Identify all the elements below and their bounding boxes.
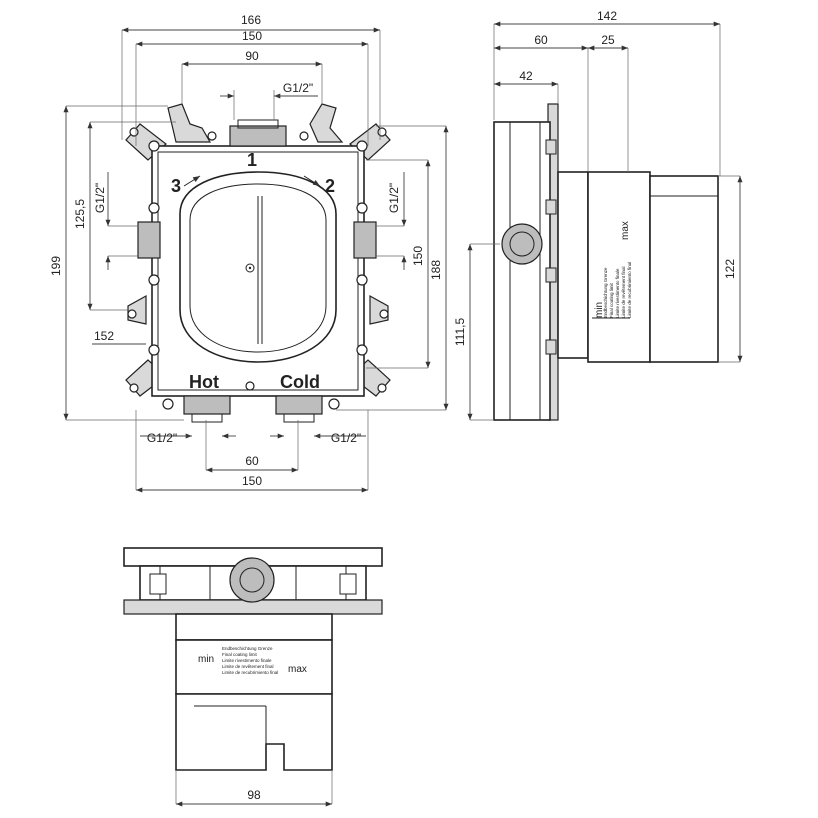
dim-150-bottom: 150 — [242, 474, 262, 488]
dim-199: 199 — [49, 256, 63, 276]
svg-text:Final coating limit: Final coating limit — [222, 652, 258, 657]
side-view: Endbeschichtung Grenze Final coating lim… — [453, 9, 743, 421]
bottom-min-label: min — [198, 654, 214, 665]
svg-text:Endbeschichtung Grenze: Endbeschichtung Grenze — [222, 646, 273, 651]
side-cartridge — [587, 171, 651, 363]
bottom-max-label: max — [288, 664, 307, 675]
front-view: 1 3 2 Hot Cold 166 150 90 G1/2" — [49, 13, 449, 493]
dim-166: 166 — [241, 13, 261, 27]
right-connector — [353, 221, 377, 259]
mounting-screws — [127, 127, 389, 410]
center-mark — [245, 263, 255, 273]
bottom-body-block — [175, 613, 333, 641]
dim-top-thread: G1/2" — [283, 81, 313, 95]
hot-connector — [183, 395, 231, 415]
bottom-port — [229, 557, 275, 603]
side-min-label: min — [594, 302, 605, 318]
dim-bottom-thread-left: G1/2" — [147, 431, 177, 445]
outlet-label-2: 2 — [325, 176, 335, 196]
dim-150-right: 150 — [411, 246, 425, 266]
bottom-view: Endbeschichtung Grenze Final coating lim… — [123, 547, 383, 807]
dim-122: 122 — [723, 259, 737, 279]
cold-connector — [275, 395, 323, 415]
arrow-2-icon — [303, 175, 321, 187]
svg-text:Limite de recubrimiento final: Limite de recubrimiento final — [627, 262, 632, 318]
side-body-block — [557, 171, 589, 359]
dim-42: 42 — [519, 69, 533, 83]
bottom-cartridge — [175, 639, 333, 695]
bottom-cartridge-end — [175, 693, 333, 771]
dim-125-5: 125,5 — [73, 199, 87, 229]
dim-60-side: 60 — [534, 33, 548, 47]
side-port — [501, 223, 543, 265]
cold-label: Cold — [280, 372, 320, 392]
dim-150-top: 150 — [242, 29, 262, 43]
side-finish-label: Endbeschichtung Grenze Final coating lim… — [603, 262, 632, 318]
dim-25: 25 — [601, 33, 615, 47]
side-housing — [493, 121, 551, 421]
dim-152: 152 — [94, 329, 114, 343]
svg-text:Final coating limit: Final coating limit — [609, 282, 614, 318]
dim-right-thread: G1/2" — [387, 183, 401, 213]
dim-188: 188 — [429, 260, 443, 280]
svg-text:Endbeschichtung Grenze: Endbeschichtung Grenze — [603, 267, 608, 318]
top-connector — [229, 125, 287, 147]
hot-label: Hot — [189, 372, 219, 392]
valve-housing-inner — [157, 151, 359, 391]
dim-60-bottom: 60 — [245, 454, 259, 468]
outlet-label-3: 3 — [171, 176, 181, 196]
svg-text:Limite rivestimento finale: Limite rivestimento finale — [222, 658, 272, 663]
left-connector — [137, 221, 161, 259]
bottom-finish-label: Endbeschichtung Grenze Final coating lim… — [222, 646, 278, 675]
svg-text:Limite rivestimento finale: Limite rivestimento finale — [615, 268, 620, 318]
svg-text:Limite de revêtement final: Limite de revêtement final — [222, 664, 274, 669]
dim-90: 90 — [245, 49, 259, 63]
side-max-label: max — [620, 221, 631, 240]
dim-bottom-thread-right: G1/2" — [331, 431, 361, 445]
dim-98: 98 — [247, 788, 261, 802]
svg-text:Limite de recubrimiento final: Limite de recubrimiento final — [222, 670, 278, 675]
front-dimensions: 166 150 90 G1/2" 199 125,5 — [49, 13, 449, 493]
dim-111-5: 111,5 — [453, 318, 467, 347]
side-dimensions: 142 60 25 42 122 111,5 — [453, 9, 743, 421]
outlet-label-1: 1 — [247, 150, 257, 170]
dim-142: 142 — [597, 9, 617, 23]
arrow-3-icon — [183, 175, 201, 187]
side-cartridge-end — [649, 175, 719, 363]
svg-text:Limite de revêtement final: Limite de revêtement final — [621, 266, 626, 318]
dim-left-thread: G1/2" — [93, 183, 107, 213]
